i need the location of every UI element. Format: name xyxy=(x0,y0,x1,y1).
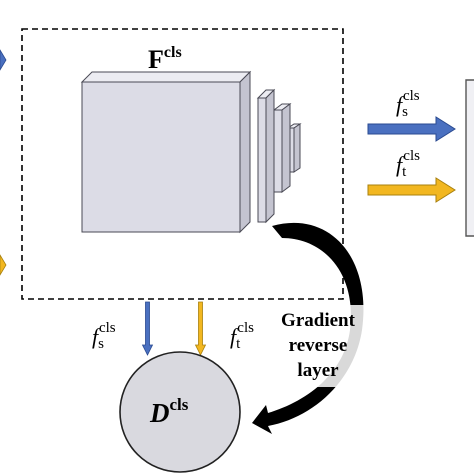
feature-extractor-symbol: F xyxy=(148,45,164,74)
left-target-arrow-tip xyxy=(0,254,7,276)
source-down-superscript: cls xyxy=(99,320,116,336)
discriminator-node xyxy=(119,351,241,473)
target-down-subscript: t xyxy=(236,336,241,352)
source-output-symbol: f xyxy=(396,92,405,117)
feature-extractor-superscript: cls xyxy=(164,44,182,61)
target-output-subscript: t xyxy=(402,164,407,180)
target-output-label: ftcls xyxy=(396,148,420,180)
target-feature-output: ftcls xyxy=(367,148,456,203)
feature-extractor-box xyxy=(21,28,344,300)
source-down-arrow xyxy=(141,301,154,356)
grl-label-line3: layer xyxy=(297,360,339,381)
grl-label-background xyxy=(270,305,370,387)
source-down-symbol: f xyxy=(92,324,101,349)
cnn-feature-maps-icon xyxy=(80,70,302,234)
target-output-symbol: f xyxy=(396,152,405,177)
discriminator-label: Dcls xyxy=(149,395,189,428)
feature-extractor-label: Fcls xyxy=(148,44,182,74)
discriminator-symbol: D xyxy=(149,398,170,428)
source-output-arrow xyxy=(367,116,456,142)
source-down-label: fscls xyxy=(92,320,116,352)
source-down-subscript: s xyxy=(98,336,104,352)
discriminator-superscript: cls xyxy=(170,395,189,414)
source-output-subscript: s xyxy=(402,104,408,120)
source-output-superscript: cls xyxy=(403,88,420,104)
source-output-label: fscls xyxy=(396,88,420,120)
left-edge-arrows xyxy=(0,49,7,276)
target-down-label: ftcls xyxy=(230,320,254,352)
classifier-box-edge xyxy=(465,79,474,237)
target-down-symbol: f xyxy=(230,324,239,349)
target-down-arrow xyxy=(194,301,207,356)
target-feature-to-discriminator: ftcls xyxy=(194,301,254,356)
source-feature-to-discriminator: fscls xyxy=(92,301,154,356)
target-down-superscript: cls xyxy=(237,320,254,336)
grl-label-line2: reverse xyxy=(289,335,348,356)
gradient-reverse-layer-label: Gradient reverse layer xyxy=(270,305,370,387)
target-output-superscript: cls xyxy=(403,148,420,164)
source-feature-output: fscls xyxy=(367,88,456,142)
grl-label-line1: Gradient xyxy=(281,310,356,331)
left-source-arrow-tip xyxy=(0,49,7,71)
target-output-arrow xyxy=(367,177,456,203)
